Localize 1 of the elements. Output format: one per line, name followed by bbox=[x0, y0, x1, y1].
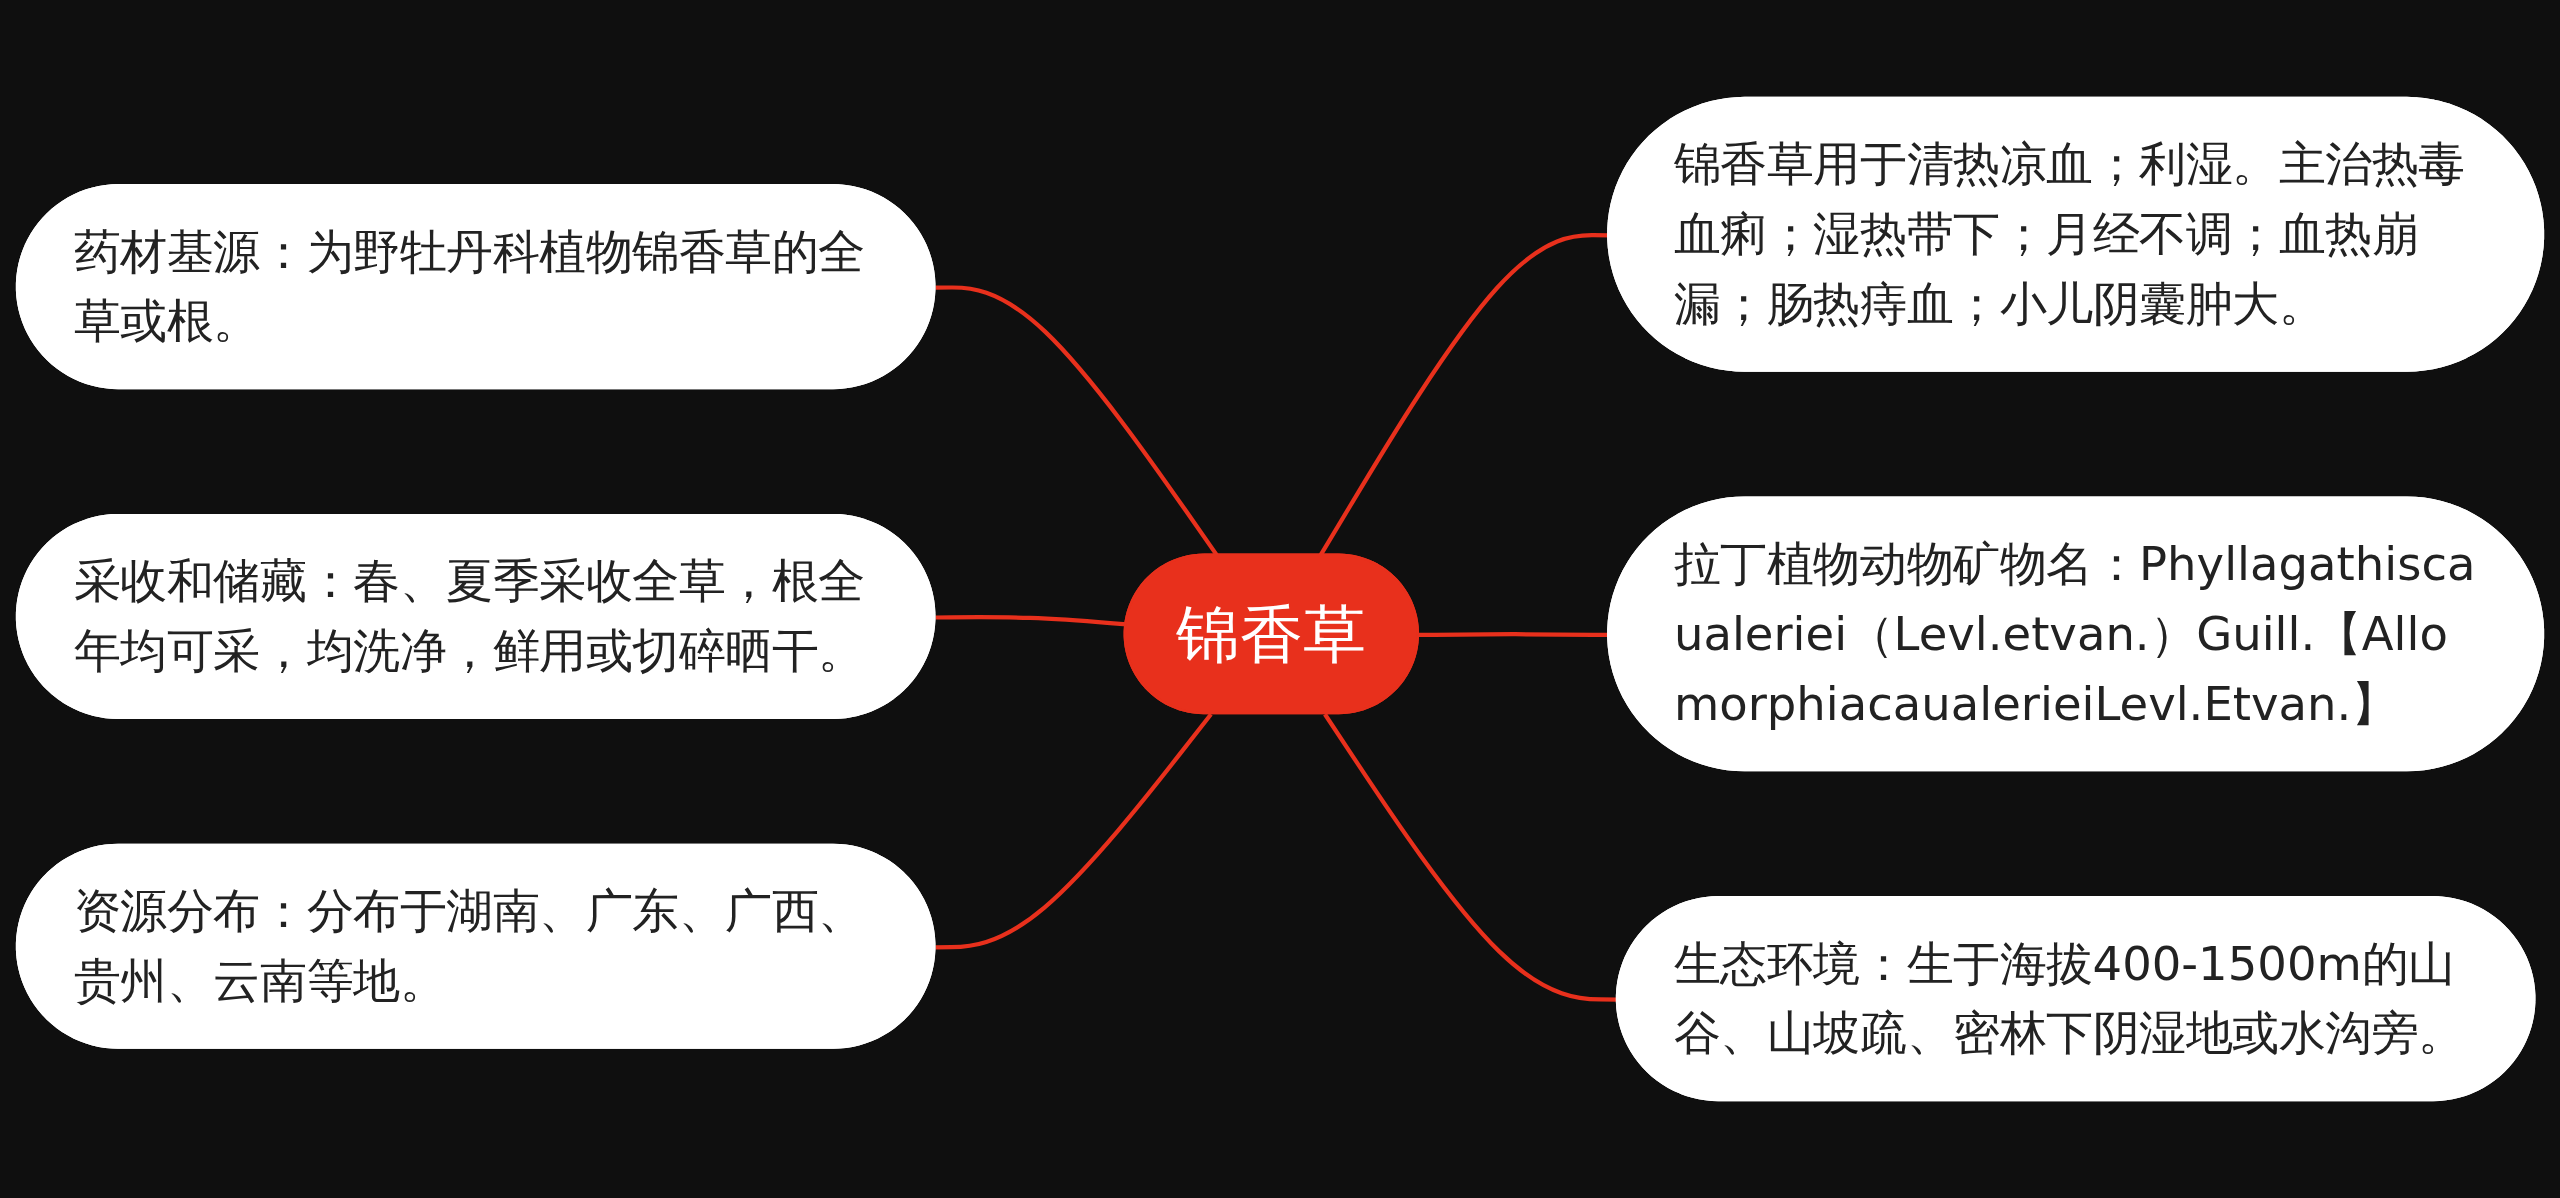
connector bbox=[1323, 713, 1618, 1002]
